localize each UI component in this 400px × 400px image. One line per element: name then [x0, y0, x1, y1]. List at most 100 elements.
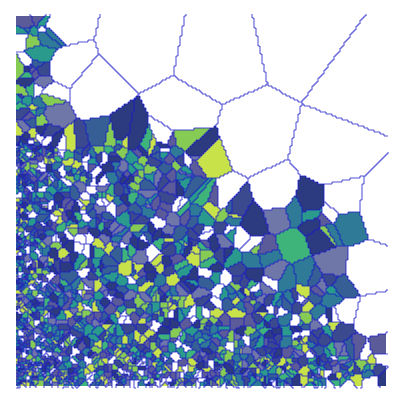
voronoi-cell-fill: [70, 330, 78, 332]
voronoi-cell-fill: [94, 266, 98, 268]
voronoi-cell-fill: [152, 352, 162, 354]
voronoi-cell-fill: [30, 218, 36, 220]
voronoi-cell-fill: [18, 348, 20, 350]
voronoi-cell-fill: [34, 144, 40, 146]
voronoi-cell-fill: [280, 250, 310, 252]
voronoi-cell-fill: [116, 210, 126, 212]
voronoi-cell-fill: [208, 358, 214, 360]
voronoi-cell-fill: [182, 286, 188, 288]
voronoi-cell-fill: [140, 338, 148, 340]
voronoi-cell-fill: [288, 300, 294, 302]
voronoi-cell-fill: [228, 284, 230, 286]
voronoi-cell-fill: [180, 324, 192, 326]
voronoi-cell-fill: [50, 300, 52, 302]
voronoi-cell-fill: [138, 170, 144, 172]
voronoi-cell-fill: [144, 264, 152, 266]
voronoi-cell-fill: [246, 358, 254, 360]
voronoi-cell-fill: [310, 292, 314, 294]
voronoi-cell-fill: [20, 108, 30, 110]
voronoi-cell-fill: [252, 348, 254, 350]
voronoi-cell-fill: [90, 220, 96, 222]
voronoi-cell-fill: [44, 160, 48, 162]
voronoi-cell-fill: [86, 184, 90, 186]
voronoi-cell-fill: [258, 338, 264, 340]
voronoi-cell-fill: [186, 358, 188, 360]
voronoi-cell-fill: [70, 284, 78, 286]
voronoi-cell-fill: [22, 278, 26, 280]
voronoi-cell-fill: [150, 232, 154, 234]
voronoi-cell-fill: [88, 170, 92, 172]
voronoi-cell-fill: [44, 112, 74, 114]
voronoi-cell-fill: [38, 236, 46, 238]
voronoi-cell-fill: [46, 184, 48, 186]
voronoi-cell-fill: [264, 338, 268, 340]
voronoi-cell-fill: [162, 260, 172, 262]
voronoi-cell-fill: [168, 144, 176, 146]
voronoi-cell-fill: [124, 234, 132, 236]
voronoi-cell-fill: [336, 228, 366, 230]
voronoi-cell-fill: [20, 346, 22, 348]
voronoi-cell-fill: [66, 248, 74, 250]
voronoi-cell-fill: [56, 222, 62, 224]
voronoi-cell-fill: [80, 220, 84, 222]
voronoi-cell-fill: [58, 340, 64, 342]
voronoi-cell-fill: [34, 208, 40, 210]
voronoi-cell-fill: [102, 216, 114, 218]
voronoi-cell-fill: [70, 290, 76, 292]
voronoi-cell-fill: [110, 334, 112, 336]
voronoi-cell-fill: [128, 200, 136, 202]
voronoi-cell-fill: [16, 178, 18, 180]
voronoi-cell-fill: [264, 360, 266, 362]
voronoi-cell-fill: [188, 228, 192, 230]
voronoi-cell-fill: [18, 336, 22, 338]
voronoi-cell-fill: [20, 354, 22, 356]
voronoi-cell-fill: [36, 242, 38, 244]
voronoi-cell-fill: [30, 244, 32, 246]
voronoi-cell-fill: [34, 234, 38, 236]
voronoi-cell-fill: [174, 312, 178, 314]
voronoi-cell-fill: [16, 68, 24, 70]
voronoi-cell-fill: [192, 242, 198, 244]
voronoi-cell-fill: [36, 356, 40, 358]
voronoi-cell-fill: [206, 150, 226, 152]
voronoi-cell-fill: [134, 266, 144, 268]
voronoi-cell-fill: [180, 298, 186, 300]
voronoi-cell-fill: [188, 276, 200, 278]
voronoi-cell-fill: [104, 150, 114, 152]
voronoi-cell-fill: [166, 162, 172, 164]
voronoi-cell-fill: [68, 342, 72, 344]
voronoi-cell-fill: [78, 286, 84, 288]
voronoi-cell-fill: [62, 278, 76, 280]
voronoi-cell-fill: [142, 164, 146, 166]
voronoi-cell-fill: [30, 314, 34, 316]
voronoi-cell-fill: [206, 246, 210, 248]
voronoi-cell-fill: [16, 326, 18, 328]
voronoi-cell-fill: [184, 252, 190, 254]
voronoi-cell-fill: [274, 354, 282, 356]
voronoi-cell-fill: [246, 230, 268, 232]
voronoi-cell-fill: [176, 304, 178, 306]
voronoi-cell-fill: [160, 154, 168, 156]
voronoi-cell-fill: [180, 242, 184, 244]
voronoi-cell-fill: [94, 240, 102, 242]
voronoi-cell-fill: [184, 330, 198, 332]
voronoi-cell-fill: [32, 72, 38, 74]
voronoi-cell-fill: [274, 314, 276, 316]
voronoi-cell-fill: [304, 234, 308, 236]
voronoi-cell-fill: [40, 210, 46, 212]
voronoi-cell-fill: [88, 138, 106, 140]
voronoi-cell-fill: [160, 342, 168, 344]
voronoi-cell-fill: [36, 302, 40, 304]
voronoi-cell-fill: [102, 196, 106, 198]
voronoi-cell-fill: [210, 310, 224, 312]
voronoi-cell-fill: [18, 298, 22, 300]
voronoi-cell-fill: [200, 344, 210, 346]
voronoi-cell-fill: [132, 354, 136, 356]
voronoi-cell-fill: [160, 146, 170, 148]
voronoi-cell-fill: [18, 324, 20, 326]
voronoi-cell-fill: [56, 220, 64, 222]
voronoi-cell-fill: [38, 276, 42, 278]
voronoi-cell-fill: [74, 262, 82, 264]
voronoi-cell-fill: [40, 144, 42, 146]
voronoi-cell-fill: [16, 156, 18, 158]
